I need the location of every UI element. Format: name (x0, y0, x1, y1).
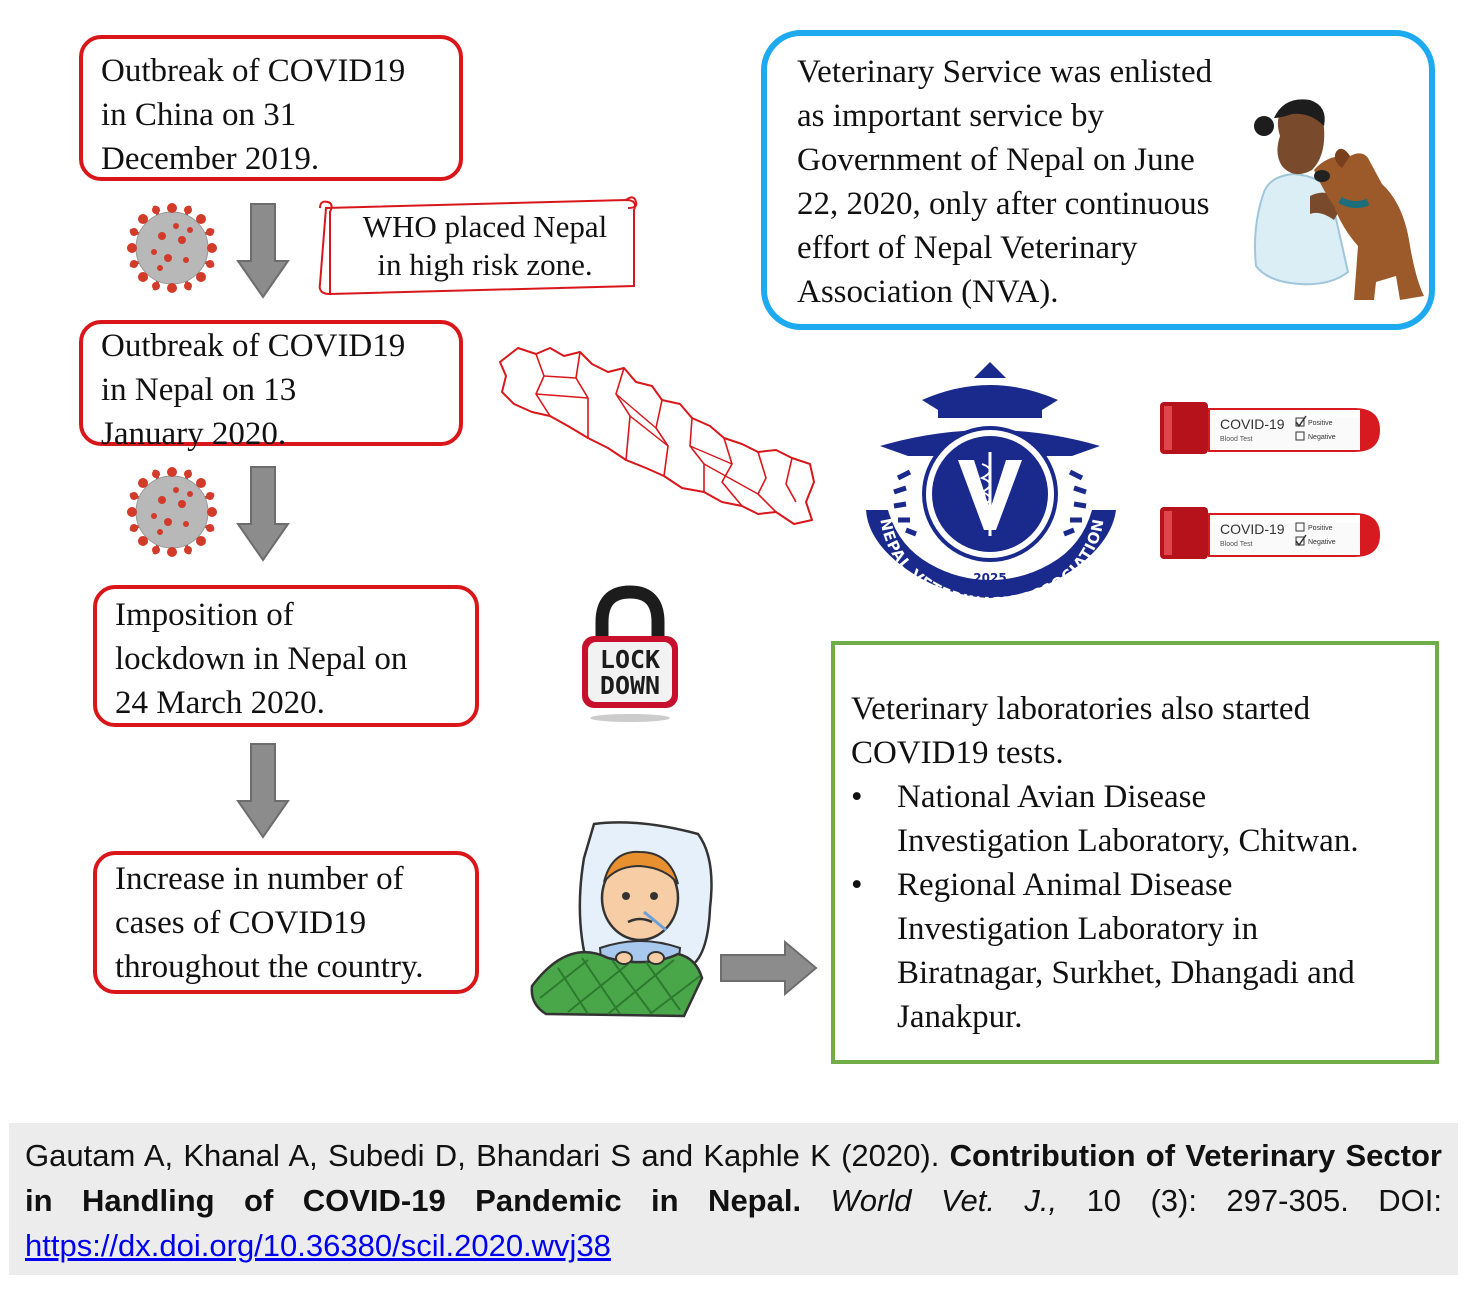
flow-box-china-outbreak: Outbreak of COVID19 in China on 31 Decem… (79, 35, 463, 181)
labs-bullet-line: National Avian Disease (897, 779, 1207, 815)
labs-intro-line: Veterinary laboratories also started (851, 691, 1311, 727)
sick-person-in-bed-icon (530, 821, 713, 1018)
labs-bullet-line: Biratnagar, Surkhet, Dhangadi and (897, 955, 1355, 991)
box-line: Outbreak of COVID19 (101, 53, 406, 89)
box-line: throughout the country. (115, 949, 424, 985)
labs-bullet-line: Regional Animal Disease (897, 867, 1233, 903)
nepal-veterinary-association-logo: NEPAL VETERINARY ASSOCIATION 2025 (866, 362, 1116, 612)
coronavirus-icon (127, 203, 217, 293)
citation-journal: World Vet. J., (830, 1183, 1058, 1218)
tube-option: Positive (1308, 420, 1333, 427)
veterinary-labs-box: Veterinary laboratories also started COV… (831, 641, 1439, 1064)
vet-service-line: 22, 2020, only after continuous (797, 186, 1210, 222)
citation-details: 10 (3): 297-305. DOI: (1086, 1183, 1442, 1218)
citation-authors: Gautam A, Khanal A, Subedi D, Bhandari S… (25, 1138, 940, 1173)
labs-intro-line: COVID19 tests. (851, 735, 1064, 771)
nepal-map-outline (499, 347, 815, 525)
box-line: January 2020. (101, 416, 287, 452)
who-scroll-banner (318, 196, 638, 296)
box-line: Outbreak of COVID19 (101, 328, 406, 364)
box-line: in China on 31 (101, 97, 297, 133)
labs-bullet-line: Janakpur. (897, 999, 1023, 1035)
tube-sublabel: Blood Test (1220, 436, 1253, 443)
tube-option: Positive (1308, 525, 1333, 532)
box-line: lockdown in Nepal on (115, 641, 408, 677)
lockdown-text-line2: DOWN (600, 671, 660, 700)
doi-link[interactable]: https://dx.doi.org/10.36380/scil.2020.wv… (25, 1228, 611, 1263)
tube-label: COVID-19 (1220, 416, 1285, 432)
box-line: December 2019. (101, 141, 320, 177)
labs-bullet-line: Investigation Laboratory, Chitwan. (897, 823, 1359, 859)
flow-box-lockdown: Imposition of lockdown in Nepal on 24 Ma… (93, 585, 479, 727)
box-line: in Nepal on 13 (101, 372, 297, 408)
vet-service-line: effort of Nepal Veterinary (797, 230, 1138, 266)
who-note-line: WHO placed Nepal (362, 209, 608, 244)
box-line: Imposition of (115, 597, 294, 633)
lockdown-padlock-icon: LOCK DOWN (582, 585, 678, 722)
right-arrow-icon (720, 940, 818, 996)
flow-box-nepal-outbreak: Outbreak of COVID19 in Nepal on 13 Janua… (79, 320, 463, 452)
box-line: cases of COVID19 (115, 905, 367, 941)
tube-sublabel: Blood Test (1220, 541, 1253, 548)
labs-bullet-item: • Regional Animal Disease Investigation … (851, 863, 1435, 1039)
labs-bullet-item: • National Avian Disease Investigation L… (851, 775, 1435, 863)
labs-bullet-line: Investigation Laboratory in (897, 911, 1259, 947)
down-arrow-icon (236, 466, 290, 562)
box-line: Increase in number of (115, 861, 404, 897)
coronavirus-icon (127, 467, 217, 557)
tube-label: COVID-19 (1220, 521, 1285, 537)
logo-year: 2025 (973, 571, 1006, 585)
vet-service-line: Government of Nepal on June (797, 142, 1195, 178)
vet-service-line: Veterinary Service was enlisted (797, 54, 1213, 90)
citation-title: Contribution of Veterinary Sector in Han… (25, 1138, 1442, 1218)
flow-box-case-increase: Increase in number of cases of COVID19 t… (93, 851, 479, 994)
bullet-icon: • (851, 779, 863, 815)
covid-test-tube-negative: COVID-19 Blood Test Positive Negative (1160, 507, 1380, 559)
tube-option: Negative (1308, 434, 1336, 441)
bullet-icon: • (851, 867, 863, 903)
down-arrow-icon (236, 743, 290, 839)
vet-service-line: as important service by (797, 98, 1104, 134)
veterinary-service-box: Veterinary Service was enlisted as impor… (761, 30, 1435, 330)
who-note: WHO placed Nepal in high risk zone. (340, 208, 630, 284)
covid-test-tube-positive: COVID-19 Blood Test Positive Negative (1160, 402, 1380, 454)
who-note-line: in high risk zone. (377, 247, 593, 282)
tube-option: Negative (1308, 539, 1336, 546)
vet-service-line: Association (NVA). (797, 274, 1059, 310)
citation-block: Gautam A, Khanal A, Subedi D, Bhandari S… (9, 1123, 1458, 1275)
down-arrow-icon (236, 203, 290, 299)
veterinarian-with-dog-icon (1254, 99, 1424, 300)
lockdown-text-line1: LOCK (600, 645, 660, 674)
box-line: 24 March 2020. (115, 685, 325, 721)
